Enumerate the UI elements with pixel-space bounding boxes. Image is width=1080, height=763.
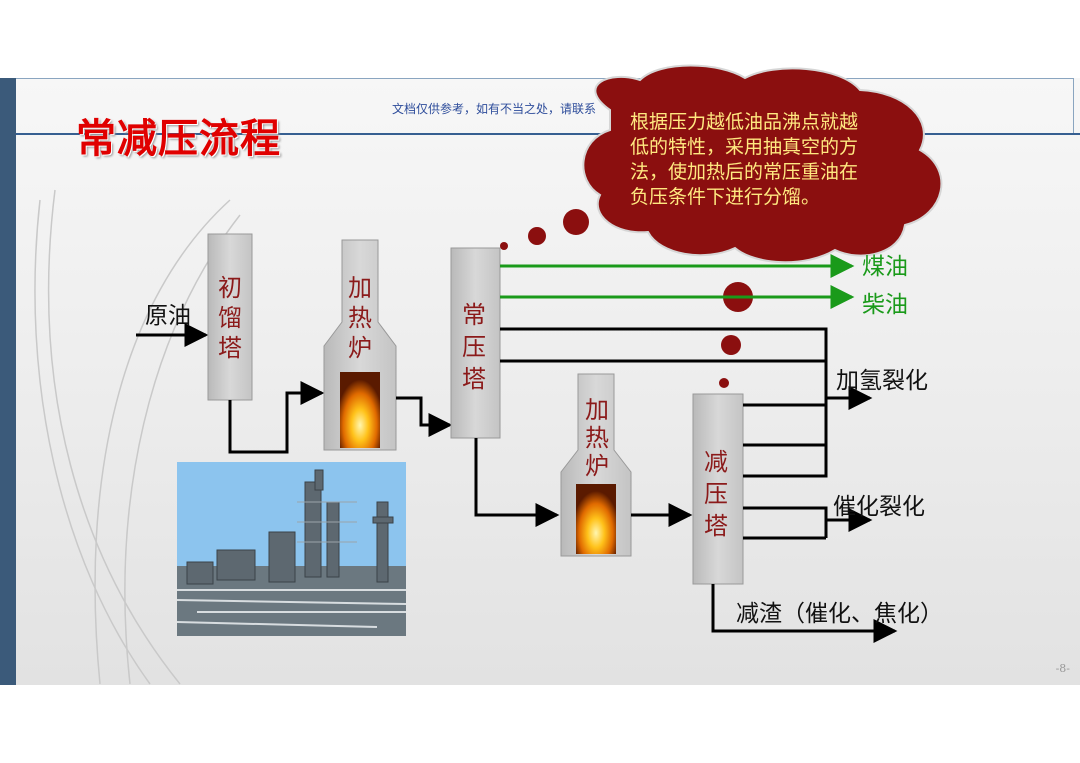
refinery-illustration <box>177 462 406 636</box>
catcracking-label: 催化裂化 <box>833 494 925 520</box>
pipe-initial-to-heater1 <box>230 393 322 452</box>
decor-dot-3 <box>719 378 729 388</box>
residue-label: 减渣（催化、焦化） <box>736 601 943 627</box>
heater-1-label-2: 热 <box>348 304 372 332</box>
initial-tower-label-2: 馏 <box>218 304 242 332</box>
crude-oil-label: 原油 <box>145 303 191 329</box>
pipe-heater1-to-atm <box>396 398 450 425</box>
refinery-photo <box>177 462 406 636</box>
vac-tower-label-1: 减 <box>704 448 728 476</box>
initial-tower-label-3: 塔 <box>218 334 242 362</box>
decor-dot-2 <box>721 335 741 355</box>
bubble-text: 根据压力越低油品沸点就越低的特性，采用抽真空的方法，使加热后的常压重油在负压条件… <box>630 110 866 210</box>
hydrocracking-label: 加氢裂化 <box>836 368 928 394</box>
vac-sidedraw-4 <box>743 508 826 538</box>
vac-tower-label-2: 压 <box>704 480 728 508</box>
heater-1-flame <box>340 372 380 448</box>
heater-2-label-3: 炉 <box>585 452 609 480</box>
vac-tower-label-3: 塔 <box>704 512 728 540</box>
atm-tower-label-1: 常 <box>462 301 486 329</box>
kerosene-label: 煤油 <box>862 254 908 280</box>
initial-tower-label-1: 初 <box>218 274 242 302</box>
atm-sidedraw-1 <box>500 329 826 398</box>
vac-sidedraw-3 <box>743 445 826 476</box>
atm-tower-label-2: 压 <box>462 333 486 361</box>
pipe-atm-to-heater2 <box>476 438 557 515</box>
diesel-label: 柴油 <box>862 292 908 318</box>
heater-2-flame <box>576 484 616 554</box>
heater-2-label-1: 加 <box>585 396 609 424</box>
atm-tower-label-3: 塔 <box>462 365 486 393</box>
heater-1-label-3: 炉 <box>348 334 372 362</box>
heater-2-label-2: 热 <box>585 424 609 452</box>
heater-1-label-1: 加 <box>348 274 372 302</box>
